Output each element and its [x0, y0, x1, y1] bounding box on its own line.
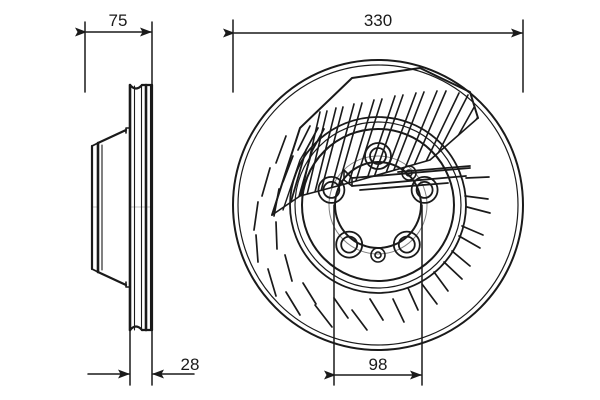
side-section-view: [90, 83, 154, 332]
dimension-75-label: 75: [109, 11, 128, 30]
front-face-view: [232, 59, 524, 351]
hat-wall: [90, 128, 128, 287]
inboard-plate: [140, 83, 154, 332]
hat-outer-circle: [301, 128, 455, 282]
dimension-75: [75, 21, 153, 93]
dimension-330-label: 330: [364, 11, 392, 30]
dimension-28-label: 28: [181, 355, 200, 374]
vented-cutaway-section: [271, 67, 479, 216]
disc-outer-edge-inner: [237, 64, 519, 346]
dimension-28: [87, 329, 195, 386]
dimension-98: [324, 204, 423, 386]
lug-hole: [410, 175, 439, 204]
lug-hole: [335, 230, 364, 259]
lug-bolt-holes: [317, 142, 439, 259]
friction-ring-inner-2: [294, 121, 462, 289]
outboard-plate: [128, 83, 144, 332]
lug-hole: [392, 230, 421, 259]
pin-hole: [370, 247, 386, 263]
disc-outer-edge: [232, 59, 524, 351]
dimension-98-label: 98: [369, 355, 388, 374]
dimension-330: [223, 19, 524, 93]
friction-ring-inner: [289, 116, 467, 294]
bolt-circle-guide: [328, 155, 428, 255]
